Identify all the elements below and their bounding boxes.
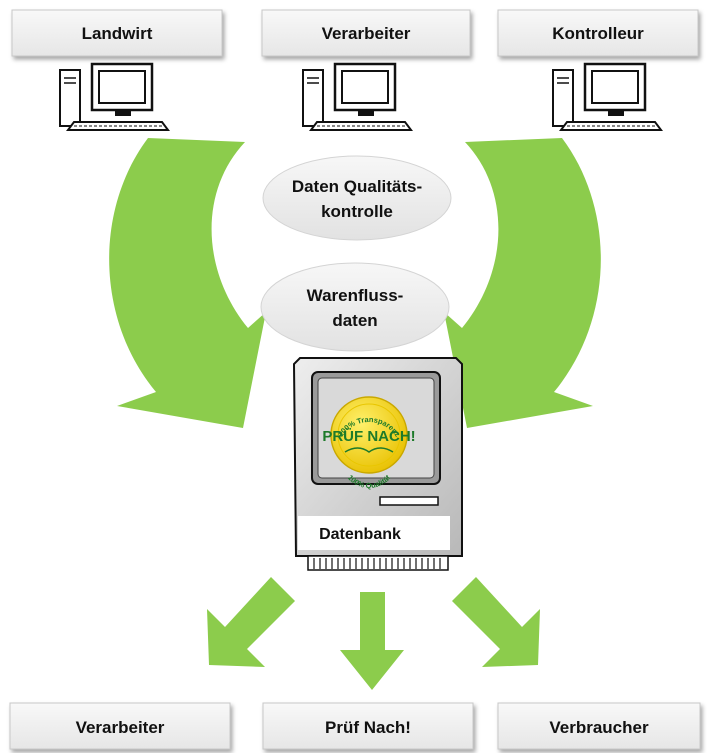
bottom-box-label: Verarbeiter [76,718,165,737]
computer-icon [552,62,663,131]
curved-arrow-right [444,138,601,428]
bottom-box-verbraucher: Verbraucher [497,702,701,750]
oval-warenflussdaten: Warenfluss- daten [260,262,450,352]
oval-qualitaetskontrolle: Daten Qualitäts- kontrolle [262,155,452,241]
computer-icon [59,62,170,131]
bottom-box-label: Verbraucher [549,718,649,737]
top-box-landwirt: Landwirt [11,9,223,57]
database-label: Datenbank [319,526,401,543]
bottom-box-pruef-nach: Prüf Nach! [262,702,474,750]
top-box-verarbeiter: Verarbeiter [261,9,471,57]
computer-icon [302,62,413,131]
arrow-down [340,592,404,690]
arrow-down-right [452,577,540,667]
bottom-box-verarbeiter: Verarbeiter [9,702,231,750]
top-box-label: Kontrolleur [552,24,644,43]
oval-label-line1: Daten Qualitäts- [292,177,422,196]
vent-grille [313,558,441,569]
seal-hands-icon [344,447,394,453]
oval-label-line2: kontrolle [321,202,393,221]
curved-arrow-left [109,138,266,428]
oval-label-line1: Warenfluss- [307,286,404,305]
seal-main-text: PRÜF NACH! [322,428,415,445]
top-box-label: Landwirt [82,24,153,43]
top-box-label: Verarbeiter [322,24,411,43]
database-computer: Datenbank 100% Transparenz PRÜF NACH! 10… [292,357,463,571]
pruef-nach-seal: 100% Transparenz PRÜF NACH! 100% Qualitä… [322,396,416,490]
arrow-down-left [207,577,295,667]
oval-label-line2: daten [332,311,377,330]
top-box-kontrolleur: Kontrolleur [497,9,699,57]
bottom-box-label: Prüf Nach! [325,718,411,737]
